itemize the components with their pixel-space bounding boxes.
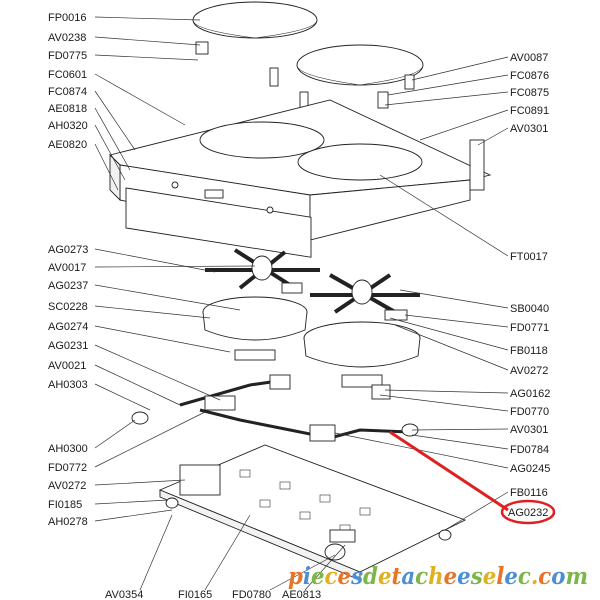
hot-plate-left	[192, 1, 318, 87]
label-ae0813: AE0813	[282, 589, 321, 600]
label-ag0237: AG0237	[48, 280, 88, 292]
label-fc0601: FC0601	[48, 69, 87, 81]
label-fd0770: FD0770	[510, 406, 549, 418]
label-sc0228: SC0228	[48, 301, 88, 313]
burner-star-left	[205, 248, 320, 294]
label-ah0278: AH0278	[48, 516, 88, 528]
label-fb0118: FB0118	[510, 345, 548, 357]
label-ah0303: AH0303	[48, 379, 88, 391]
hot-plate-right	[296, 44, 424, 111]
label-fc0876: FC0876	[510, 70, 549, 82]
label-fi0185: FI0185	[48, 499, 82, 511]
label-fd0780: FD0780	[232, 589, 271, 600]
label-av0354: AV0354	[105, 589, 143, 600]
drip-bowl-right	[303, 321, 421, 400]
leader-lines-bottom	[139, 514, 346, 591]
label-av0017: AV0017	[48, 262, 86, 274]
hob-housing	[109, 99, 492, 258]
label-fd0771: FD0771	[510, 322, 549, 334]
leader-lines-left	[94, 16, 256, 522]
label-fd0784: FD0784	[510, 444, 549, 456]
base-plate	[158, 444, 467, 581]
label-ag0162: AG0162	[510, 388, 550, 400]
label-fd0775: FD0775	[48, 50, 87, 62]
label-ag0273: AG0273	[48, 244, 88, 256]
labels-left: FP0016 AV0238 FD0775 FC0601 FC0874 AE081…	[48, 12, 88, 528]
label-ah0320: AH0320	[48, 120, 88, 132]
label-fb0116: FB0116	[510, 487, 548, 499]
label-av0021: AV0021	[48, 360, 86, 372]
labels-right: AV0087 FC0876 FC0875 FC0891 AV0301 FT001…	[508, 52, 550, 519]
leader-lines-right	[334, 56, 556, 531]
highlight-arrow	[389, 430, 509, 512]
label-av0272-left: AV0272	[48, 480, 86, 492]
label-av0087: AV0087	[510, 52, 548, 64]
label-ah0300: AH0300	[48, 443, 88, 455]
label-fc0874: FC0874	[48, 86, 87, 98]
label-fd0772: FD0772	[48, 462, 87, 474]
labels-bottom: AV0354 FI0165 FD0780 AE0813	[105, 589, 321, 600]
burner-star-right	[310, 273, 420, 321]
label-ag0232: AG0232	[508, 507, 548, 519]
drip-bowl-left	[202, 296, 308, 361]
label-av0272-right: AV0272	[510, 365, 548, 377]
gas-pipe-assembly	[131, 374, 419, 442]
label-ag0274: AG0274	[48, 321, 88, 333]
label-av0301-top: AV0301	[510, 123, 548, 135]
label-ae0820: AE0820	[48, 139, 87, 151]
highlight-ring	[500, 499, 556, 525]
label-fc0875: FC0875	[510, 87, 549, 99]
label-av0238: AV0238	[48, 32, 86, 44]
label-ag0245: AG0245	[510, 463, 550, 475]
label-ae0818: AE0818	[48, 103, 87, 115]
label-fc0891: FC0891	[510, 105, 549, 117]
label-av0301-bottom: AV0301	[510, 424, 548, 436]
site-watermark: piecesdetacheeselec.com	[288, 563, 588, 590]
label-fp0016: FP0016	[48, 12, 87, 24]
label-ft0017: FT0017	[510, 251, 548, 263]
label-sb0040: SB0040	[510, 303, 549, 315]
label-fi0165: FI0165	[178, 589, 212, 600]
label-ag0231: AG0231	[48, 340, 88, 352]
